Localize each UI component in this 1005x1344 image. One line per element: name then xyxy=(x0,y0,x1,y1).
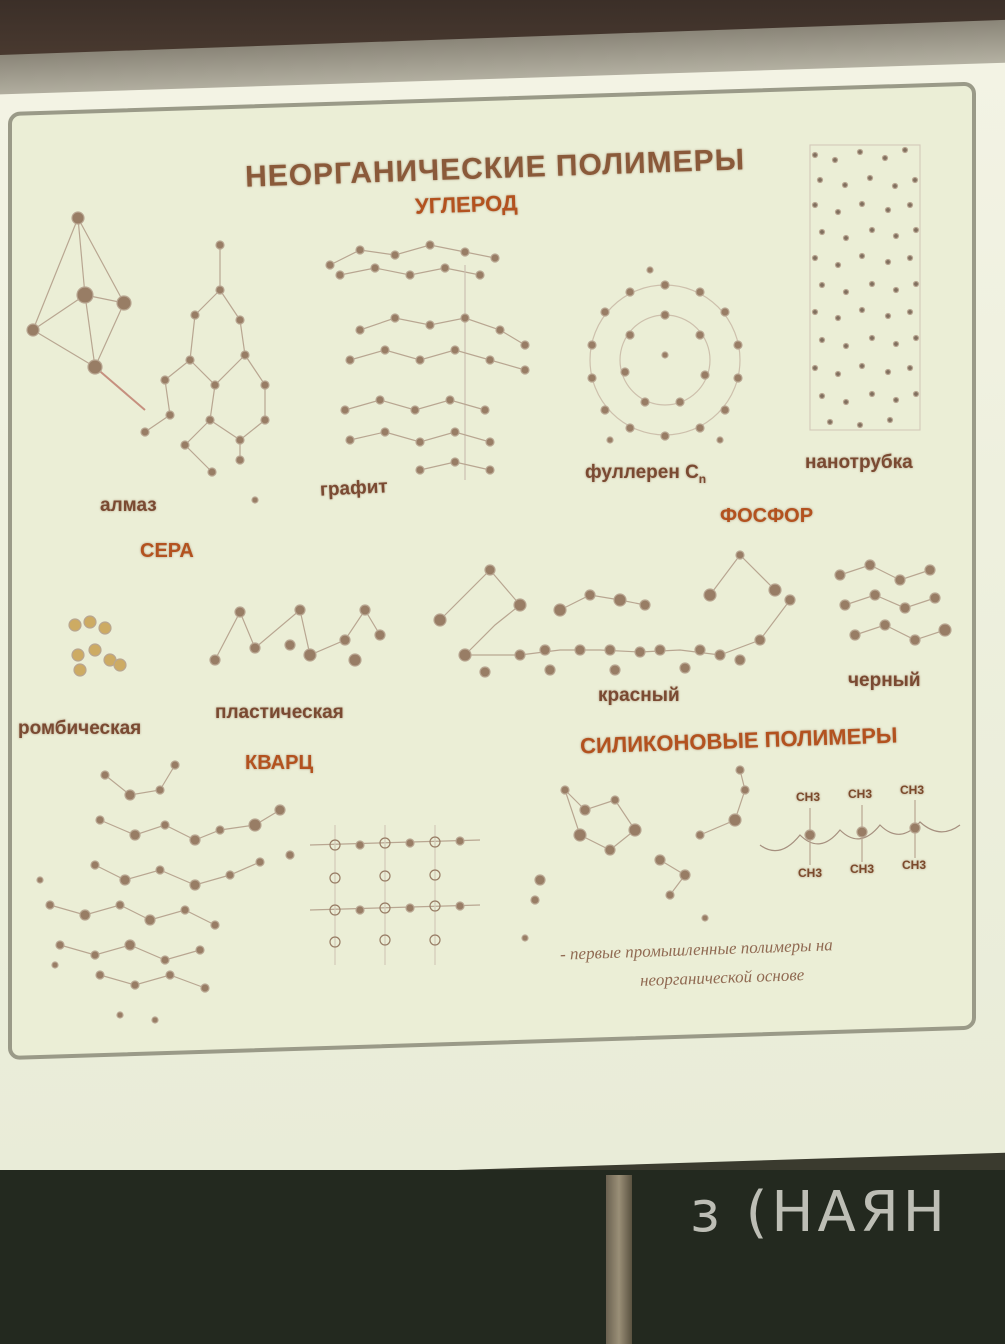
diamond-tetrahedron-diagram xyxy=(26,211,146,411)
chalkboard xyxy=(0,1170,1005,1344)
methyl-label-bottom-2: CH3 xyxy=(850,862,875,876)
methyl-label-top-1: CH3 xyxy=(796,790,821,804)
silicone-cyclic-diagram xyxy=(521,765,750,942)
label-red-phosphorus: красный xyxy=(598,685,680,706)
label-graphite: графит xyxy=(319,476,389,501)
methyl-label-bottom-1: CH3 xyxy=(798,866,823,880)
section-heading-sulfur: СЕРА xyxy=(140,540,194,562)
chalkboard-divider xyxy=(606,1175,632,1344)
section-heading-carbon: УГЛЕРОД xyxy=(414,190,518,219)
section-heading-quartz: КВАРЦ xyxy=(245,752,314,774)
phosphorus-black-diagram xyxy=(834,559,952,646)
fullerene-diagram xyxy=(587,266,743,444)
section-heading-phosphorus: ФОСФОР xyxy=(720,505,814,527)
label-fullerene-text: фуллерен C xyxy=(585,462,699,483)
sulfur-plastic-chain-diagram xyxy=(209,604,386,667)
chalkboard-writing: з (НАЯН xyxy=(690,1180,949,1245)
label-plastic: пластическая xyxy=(215,702,344,723)
nanotube-diagram xyxy=(809,144,921,431)
label-black-phosphorus: черный xyxy=(848,670,921,691)
label-fullerene-subscript: n xyxy=(698,471,707,486)
methyl-label-bottom-3: CH3 xyxy=(902,858,927,872)
quartz-network-diagram xyxy=(36,760,295,1024)
methyl-label-top-2: CH3 xyxy=(848,787,873,801)
phosphorus-red-chain-diagram xyxy=(433,550,796,678)
label-fullerene: фуллерен Cn xyxy=(585,462,706,486)
diamond-lattice-diagram xyxy=(140,240,270,504)
sulfur-rhombic-diagram xyxy=(68,615,127,677)
label-rhombic: ромбическая xyxy=(18,718,142,739)
quartz-chains-diagram xyxy=(309,825,481,965)
silicone-chain-diagram xyxy=(759,800,961,865)
label-diamond: алмаз xyxy=(100,495,157,516)
graphite-layers-diagram xyxy=(325,240,530,480)
methyl-label-top-3: CH3 xyxy=(900,783,925,797)
label-nanotube: нанотрубка xyxy=(805,452,913,473)
